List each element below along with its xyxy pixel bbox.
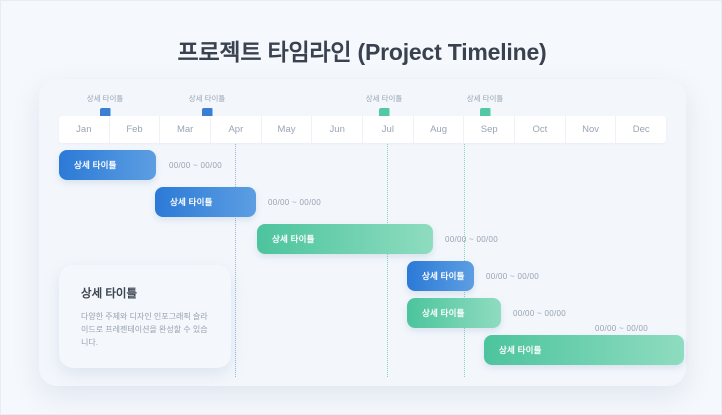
month-cell-oct[interactable]: Oct [515, 116, 566, 143]
milestone-label: 상세 타이틀 [365, 94, 403, 103]
task-date-5: 00/00 ~ 00/00 [513, 309, 567, 318]
month-cell-may[interactable]: May [262, 116, 313, 143]
month-header: Jan Feb Mar Apr May Jun Jul Aug Sep Oct … [59, 116, 666, 143]
milestone-label: 상세 타이틀 [188, 94, 226, 103]
flag-icon [378, 108, 390, 120]
guide-line-apr [235, 125, 236, 377]
task-row-2: 상세 타이틀 00/00 ~ 00/00 [59, 187, 666, 217]
month-cell-feb[interactable]: Feb [110, 116, 161, 143]
detail-info-card[interactable]: 상세 타이틀 다양한 주제와 디자인 인포그래픽 슬라이드로 프레젠테이션을 완… [59, 265, 231, 368]
task-label: 상세 타이틀 [422, 308, 465, 318]
task-bar-5[interactable]: 상세 타이틀 [407, 298, 501, 328]
milestone-feb[interactable]: 상세 타이틀 [60, 93, 150, 120]
month-cell-sep[interactable]: Sep [464, 116, 516, 143]
task-label: 상세 타이틀 [170, 197, 213, 207]
month-cell-dec[interactable]: Dec [632, 124, 650, 135]
task-row-4: 상세 타이틀 00/00 ~ 00/00 [59, 261, 666, 291]
month-cell-apr[interactable]: Apr [211, 116, 262, 143]
task-row-3: 상세 타이틀 00/00 ~ 00/00 [59, 224, 666, 254]
task-label: 상세 타이틀 [422, 271, 465, 281]
month-cell-mar[interactable]: Mar [160, 116, 212, 143]
task-row-5: 상세 타이틀 00/00 ~ 00/00 [59, 298, 666, 328]
task-bar-2[interactable]: 상세 타이틀 [155, 187, 256, 217]
task-row-1: 상세 타이틀 00/00 ~ 00/00 [59, 150, 666, 180]
task-date-3: 00/00 ~ 00/00 [445, 235, 499, 244]
milestone-label: 상세 타이틀 [86, 94, 124, 103]
guide-line-sep [464, 125, 465, 377]
flag-icon [479, 108, 491, 120]
flag-icon [201, 108, 213, 120]
task-date-1: 00/00 ~ 00/00 [169, 161, 223, 170]
task-label: 상세 타이틀 [499, 345, 542, 355]
task-bar-6[interactable]: 상세 타이틀 [484, 335, 684, 365]
timeline-board: 상세 타이틀 상세 타이틀 상세 타이틀 상세 타이틀 Jan Feb Mar … [39, 79, 686, 386]
milestone-sep[interactable]: 상세 타이틀 [440, 93, 530, 120]
info-card-title: 상세 타이틀 [81, 288, 138, 300]
task-date-2: 00/00 ~ 00/00 [268, 198, 322, 207]
month-cell-jul[interactable]: Jul [363, 116, 414, 143]
task-date-4: 00/00 ~ 00/00 [486, 272, 540, 281]
page-title: 프로젝트 타임라인 (Project Timeline) [177, 39, 547, 65]
milestone-label: 상세 타이틀 [466, 94, 504, 103]
task-date-6: 00/00 ~ 00/00 [595, 324, 649, 333]
milestone-jul[interactable]: 상세 타이틀 [339, 93, 429, 120]
task-label: 상세 타이틀 [272, 234, 315, 244]
task-row-6: 상세 타이틀 00/00 ~ 00/00 [59, 324, 684, 365]
month-cell-aug[interactable]: Aug [414, 116, 465, 143]
task-bar-3[interactable]: 상세 타이틀 [257, 224, 433, 254]
month-cell-jan[interactable]: Jan [59, 116, 110, 143]
milestone-apr[interactable]: 상세 타이틀 [162, 93, 252, 120]
task-label: 상세 타이틀 [74, 160, 117, 170]
month-cell-nov[interactable]: Nov [566, 116, 617, 143]
task-bar-4[interactable]: 상세 타이틀 [407, 261, 474, 291]
flag-icon [99, 108, 111, 120]
task-bar-1[interactable]: 상세 타이틀 [59, 150, 156, 180]
month-cell-jun[interactable]: Jun [312, 116, 364, 143]
info-card-body: 다양한 주제와 디자인 인포그래픽 슬라이드로 프레젠테이션을 완성할 수 있습… [81, 312, 208, 348]
